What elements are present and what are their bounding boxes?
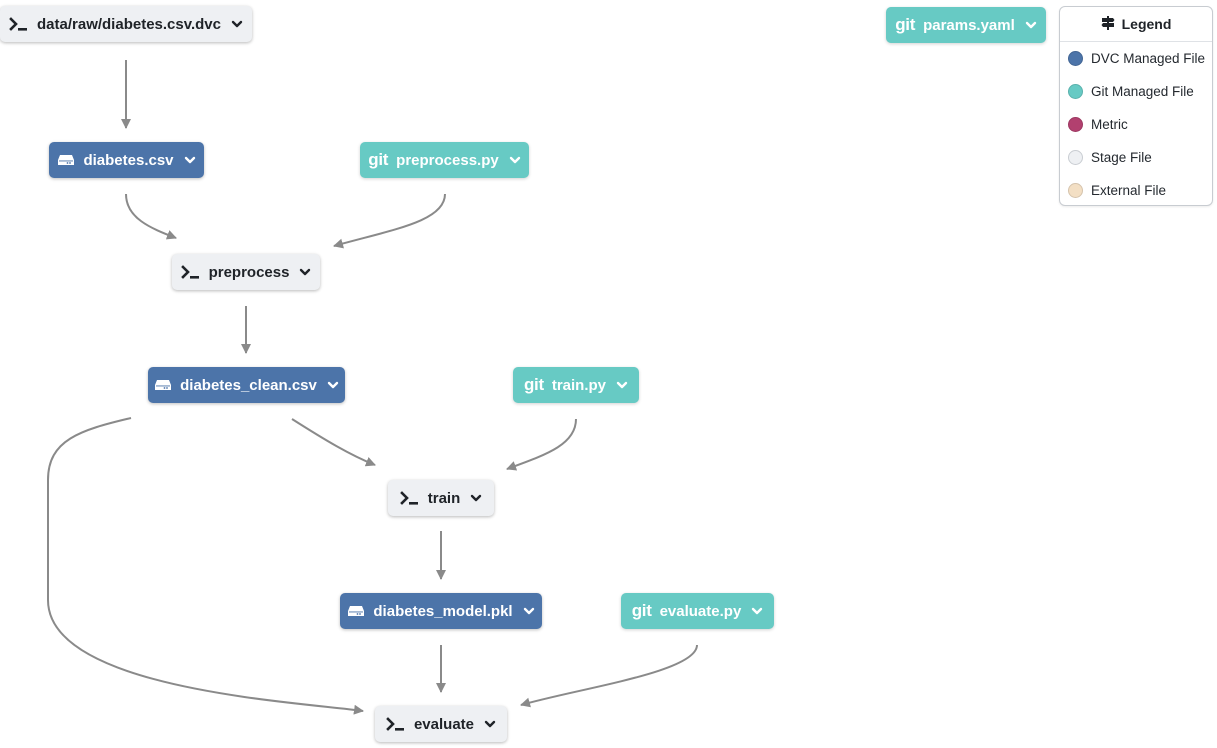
node-diabetes-csv[interactable]: diabetes.csv xyxy=(49,142,204,178)
signpost-icon xyxy=(1101,15,1115,33)
drive-icon xyxy=(57,153,75,167)
edge-train-py-to-train xyxy=(506,418,577,471)
git-icon: git xyxy=(895,15,916,34)
edge-diabetes-csv-to-preprocess xyxy=(125,193,177,240)
legend-item-external-file: External File xyxy=(1060,174,1212,207)
legend-swatch xyxy=(1068,51,1083,66)
legend-item-dvc-managed-file: DVC Managed File xyxy=(1060,42,1212,75)
legend-panel: Legend DVC Managed File Git Managed File… xyxy=(1059,6,1213,206)
legend-swatch xyxy=(1068,84,1083,99)
legend-swatch xyxy=(1068,150,1083,165)
legend-swatch xyxy=(1068,183,1083,198)
git-icon: git xyxy=(523,375,544,394)
legend-item-stage-file: Stage File xyxy=(1060,141,1212,174)
git-icon: git xyxy=(631,601,652,620)
chevron-down-icon[interactable] xyxy=(470,493,482,503)
chevron-down-icon[interactable] xyxy=(523,606,535,616)
node-diabetes-clean-csv[interactable]: diabetes_clean.csv xyxy=(148,367,345,403)
chevron-down-icon[interactable] xyxy=(751,606,763,616)
chevron-down-icon[interactable] xyxy=(184,155,196,165)
edge-evaluate-py-to-evaluate xyxy=(520,644,698,708)
legend-header: Legend xyxy=(1060,7,1212,42)
node-evaluate-py[interactable]: git evaluate.py xyxy=(621,593,774,629)
terminal-icon xyxy=(386,716,406,732)
git-icon: git xyxy=(368,150,389,169)
chevron-down-icon[interactable] xyxy=(327,380,339,390)
edge-preprocess-py-to-preprocess xyxy=(333,193,446,249)
legend-item-git-managed-file: Git Managed File xyxy=(1060,75,1212,108)
chevron-down-icon[interactable] xyxy=(1025,20,1037,30)
node-preprocess-py[interactable]: git preprocess.py xyxy=(360,142,529,178)
terminal-icon xyxy=(180,264,201,280)
node-evaluate[interactable]: evaluate xyxy=(375,706,507,742)
chevron-down-icon[interactable] xyxy=(299,267,311,277)
edge-diabetes-clean-to-evaluate xyxy=(47,417,364,715)
node-preprocess[interactable]: preprocess xyxy=(172,254,320,290)
legend-item-metric: Metric xyxy=(1060,108,1212,141)
chevron-down-icon[interactable] xyxy=(231,19,243,29)
terminal-icon xyxy=(399,490,420,506)
drive-icon xyxy=(347,604,365,618)
drive-icon xyxy=(154,378,172,392)
chevron-down-icon[interactable] xyxy=(616,380,628,390)
node-params-yaml[interactable]: git params.yaml xyxy=(886,7,1046,43)
edge-diabetes-clean-to-train xyxy=(291,418,376,467)
node-diabetes-model-pkl[interactable]: diabetes_model.pkl xyxy=(340,593,542,629)
node-train-py[interactable]: git train.py xyxy=(513,367,639,403)
chevron-down-icon[interactable] xyxy=(484,719,496,729)
node-data-raw-diabetes-csv-dvc[interactable]: data/raw/diabetes.csv.dvc xyxy=(0,6,252,42)
legend-swatch xyxy=(1068,117,1083,132)
node-train[interactable]: train xyxy=(388,480,494,516)
chevron-down-icon[interactable] xyxy=(509,155,521,165)
legend-title: Legend xyxy=(1121,16,1172,32)
terminal-icon xyxy=(9,16,29,32)
